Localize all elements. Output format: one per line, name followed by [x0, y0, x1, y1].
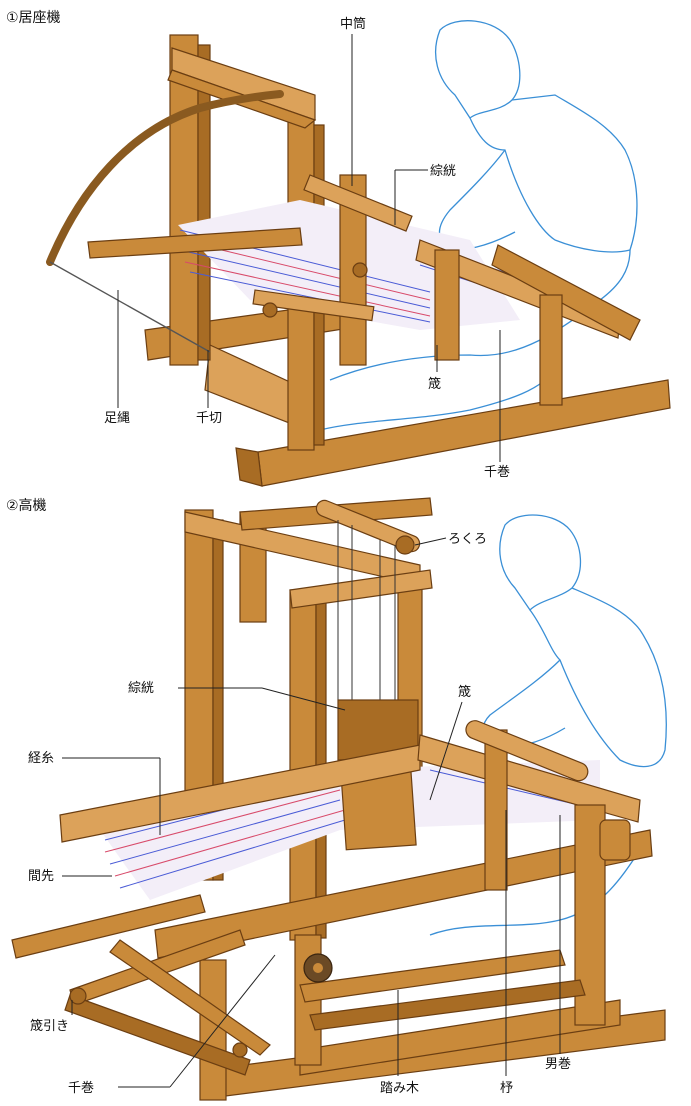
label-soukou-2: 綜絖: [128, 680, 154, 696]
label-chigiri: 千切: [196, 411, 222, 426]
section-title-takabata: ②高機: [6, 497, 47, 514]
section-title-izaribata: ①居座機: [6, 10, 61, 26]
label-osa-2: 筬: [458, 684, 471, 700]
label-omaki: 男巻: [545, 1057, 571, 1072]
label-osabiki: 筬引き: [30, 1018, 69, 1034]
label-ashinawa: 足縄: [104, 411, 130, 426]
label-hi: 杼: [500, 1081, 513, 1096]
weaver-figure-1: [319, 20, 638, 431]
izaribata-loom: [46, 20, 671, 487]
label-osa-1: 筬: [428, 376, 441, 392]
labels-loom-2: ろくろ 綜絖 筬 経糸 間先 筬引き 千巻 踏み木 杼 男巻: [28, 532, 571, 1096]
label-nakazutsu: 中筒: [340, 16, 366, 32]
label-fumiki: 踏み木: [380, 1081, 419, 1096]
label-rokuro: ろくろ: [448, 532, 487, 547]
label-masaki: 間先: [28, 869, 54, 884]
label-tateito: 経糸: [28, 751, 54, 766]
label-soukou-1: 綜絖: [430, 163, 456, 179]
label-chimaki-1: 千巻: [484, 465, 510, 480]
labels-loom-1: 中筒 綜絖 筬 足縄 千切 千巻: [104, 16, 510, 480]
takabata-loom: [11, 497, 667, 1101]
label-chimaki-2: 千巻: [68, 1081, 94, 1096]
